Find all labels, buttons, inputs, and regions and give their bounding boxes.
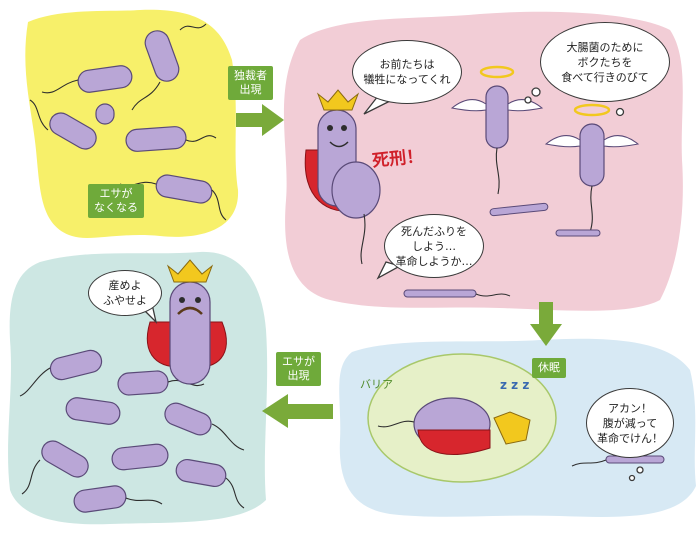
multiplying-king <box>146 259 227 385</box>
label-food-appears-text: エサが 出現 <box>282 355 315 382</box>
bacteria-group-multiplied <box>41 349 227 513</box>
bubble-hungry-text: アカン！ 腹が減って 革命でけん！ <box>597 401 663 445</box>
bacterium <box>49 349 103 381</box>
bubble-king-order-text: お前たちは 犠牲になってくれ <box>363 58 451 86</box>
bacterium <box>111 443 169 471</box>
label-dormancy: 休眠 <box>532 358 566 378</box>
arrow-to-multiply <box>262 394 333 428</box>
bacterium <box>49 112 97 150</box>
flattened-bacteria <box>403 202 601 298</box>
bubble-hungry: アカン！ 腹が減って 革命でけん！ <box>586 388 674 458</box>
bubble-angel-text: 大腸菌のために ボクたちを 食べて行きのびて <box>561 40 649 84</box>
bubble-multiply-text: 産めよ ふやせよ <box>103 279 147 307</box>
sleeping-king <box>377 397 531 455</box>
label-dictator: 独裁者 出現 <box>228 66 273 100</box>
bacterium <box>77 65 133 93</box>
bacteria-group-hungry <box>49 30 213 204</box>
bacterium <box>65 397 121 425</box>
bacterium <box>144 30 180 82</box>
barrier-label: バリア <box>360 378 393 391</box>
angel-bacterium-right <box>544 103 640 233</box>
label-dormancy-text: 休眠 <box>538 361 560 374</box>
angel-bacterium-left <box>450 65 544 195</box>
dictator-king <box>304 89 381 265</box>
arrow-to-dictator <box>236 104 284 136</box>
death-penalty-text: 死刑！ <box>371 146 425 172</box>
zzz-text: z z z <box>500 378 530 392</box>
bacterium <box>95 103 115 125</box>
bacterium <box>175 458 227 488</box>
label-food-appears: エサが 出現 <box>276 352 321 386</box>
label-no-food: エサが なくなる <box>88 184 144 218</box>
bubble-multiply: 産めよ ふやせよ <box>88 270 162 316</box>
bacterium <box>164 402 212 436</box>
arrow-to-dormancy <box>530 302 562 346</box>
bacterium <box>41 440 89 478</box>
bacterium <box>155 174 213 204</box>
flagella-teal <box>19 367 245 509</box>
label-no-food-text: エサが なくなる <box>94 187 138 214</box>
bacterium <box>73 485 127 513</box>
label-dictator-text: 独裁者 出現 <box>234 69 267 96</box>
bubble-playing-dead: 死んだふりを しよう… 革命しようか… <box>384 214 484 278</box>
bacterium <box>125 126 187 152</box>
bubble-king-order: お前たちは 犠牲になってくれ <box>352 40 462 104</box>
bubble-playing-dead-text: 死んだふりを しよう… 革命しようか… <box>395 224 473 268</box>
bacterium <box>117 370 169 396</box>
bubble-angel: 大腸菌のために ボクたちを 食べて行きのびて <box>540 22 670 102</box>
